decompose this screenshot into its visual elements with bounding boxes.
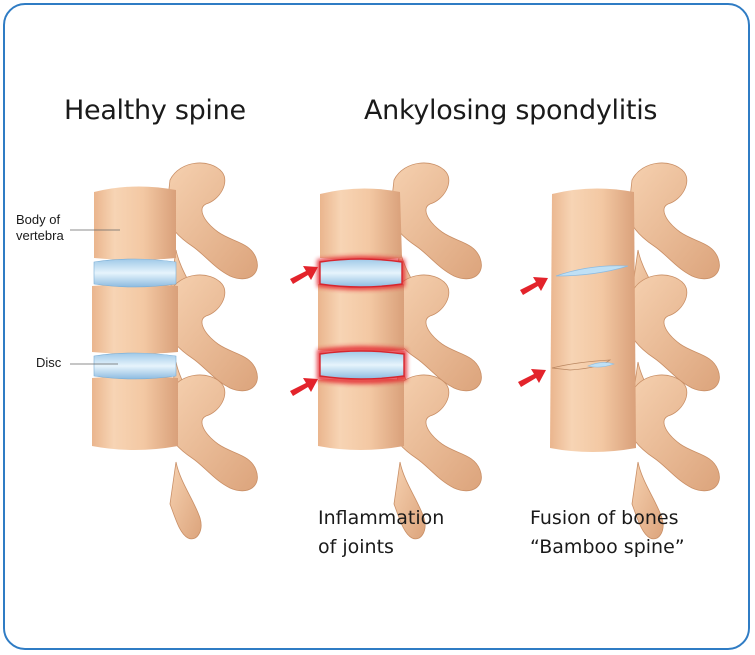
inflamed-spine-illustration <box>290 162 482 540</box>
caption-fusion-of-bones: Fusion of bones “Bamboo spine” <box>530 507 685 558</box>
arrow-icon <box>290 378 318 396</box>
healthy-spine-illustration <box>70 162 258 540</box>
arrow-icon <box>290 266 318 284</box>
fused-spine-illustration <box>518 162 720 540</box>
arrow-icon <box>518 369 546 387</box>
arrow-icon <box>520 277 548 295</box>
caption-inflammation-of-joints: Inflammation of joints <box>318 507 445 558</box>
heading-ankylosing-spondylitis: Ankylosing spondylitis <box>364 95 658 126</box>
label-body-of-vertebra: Body of vertebra <box>16 212 64 243</box>
label-disc: Disc <box>36 355 62 370</box>
heading-healthy-spine: Healthy spine <box>64 95 246 126</box>
